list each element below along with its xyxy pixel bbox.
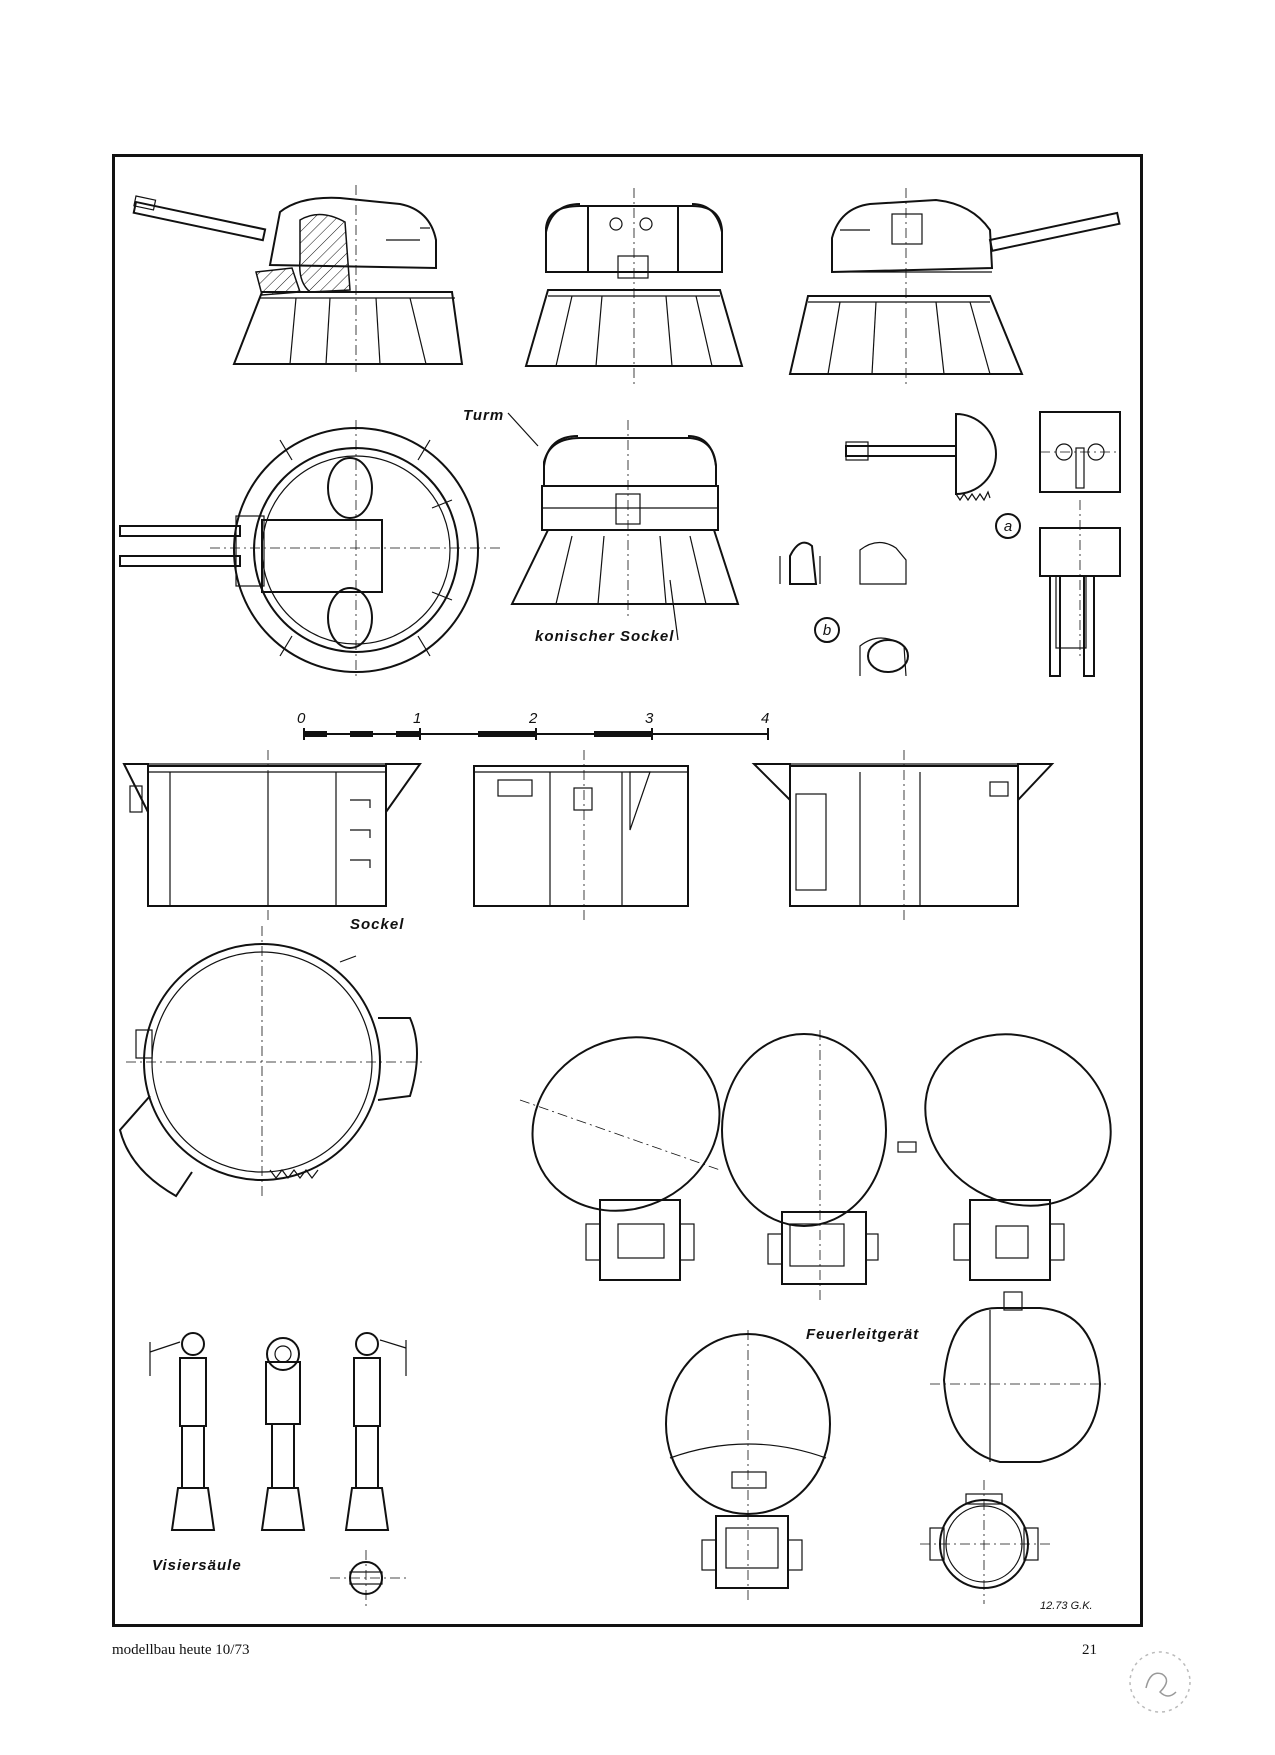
feuerleitgeraet-view-4 — [665, 1330, 831, 1600]
sockel-view-1 — [122, 750, 422, 920]
detail-b-sight-hoods — [779, 541, 909, 677]
turret-front-view — [524, 188, 744, 385]
label-turm: Turm — [463, 407, 505, 424]
publication-title: modellbau heute 10/73 — [112, 1642, 250, 1658]
sockel-view-2 — [473, 750, 689, 920]
feuerleitgeraet-view-1 — [519, 1036, 721, 1281]
drawing-signature: 12.73 G.K. — [1040, 1600, 1093, 1612]
feuerleitgeraet-view-3 — [924, 1033, 1112, 1281]
visiersaeule-view-3 — [344, 1332, 407, 1531]
label-feuerleitgeraet: Feuerleitgerät — [806, 1326, 920, 1343]
label-sockel: Sockel — [350, 916, 405, 933]
detail-a-gun-cradle — [845, 411, 1121, 677]
label-visiersaeule: Visiersäule — [152, 1557, 242, 1574]
feuerleitgeraet-view-5 — [930, 1291, 1110, 1463]
visiersaeule-view-2 — [260, 1337, 306, 1531]
page-number: 21 — [1082, 1642, 1097, 1658]
visiersaeule-view-1 — [149, 1332, 216, 1531]
sockel-view-3 — [751, 750, 1055, 920]
feuerleitgeraet-view-6 — [920, 1480, 1050, 1604]
scale-tick-3: 3 — [645, 710, 654, 727]
scale-tick-1: 1 — [413, 710, 422, 727]
turret-side-view-left — [132, 185, 464, 372]
scale-tick-4: 4 — [761, 710, 770, 727]
sockel-top-view — [118, 926, 426, 1200]
turret-side-view-right — [788, 188, 1121, 384]
turret-top-view — [119, 420, 500, 680]
detail-marker-a: a — [995, 513, 1021, 539]
feuerleitgeraet-view-2 — [721, 1030, 917, 1300]
scale-tick-2: 2 — [529, 710, 538, 727]
scale-bar — [303, 728, 769, 740]
drawing-frame — [112, 154, 1143, 1627]
label-konischer-sockel: konischer Sockel — [535, 628, 675, 645]
turret-rear-view — [507, 412, 740, 641]
visiersaeule-top-view — [330, 1550, 406, 1610]
detail-marker-b: b — [814, 617, 840, 643]
scale-tick-0: 0 — [297, 710, 306, 727]
